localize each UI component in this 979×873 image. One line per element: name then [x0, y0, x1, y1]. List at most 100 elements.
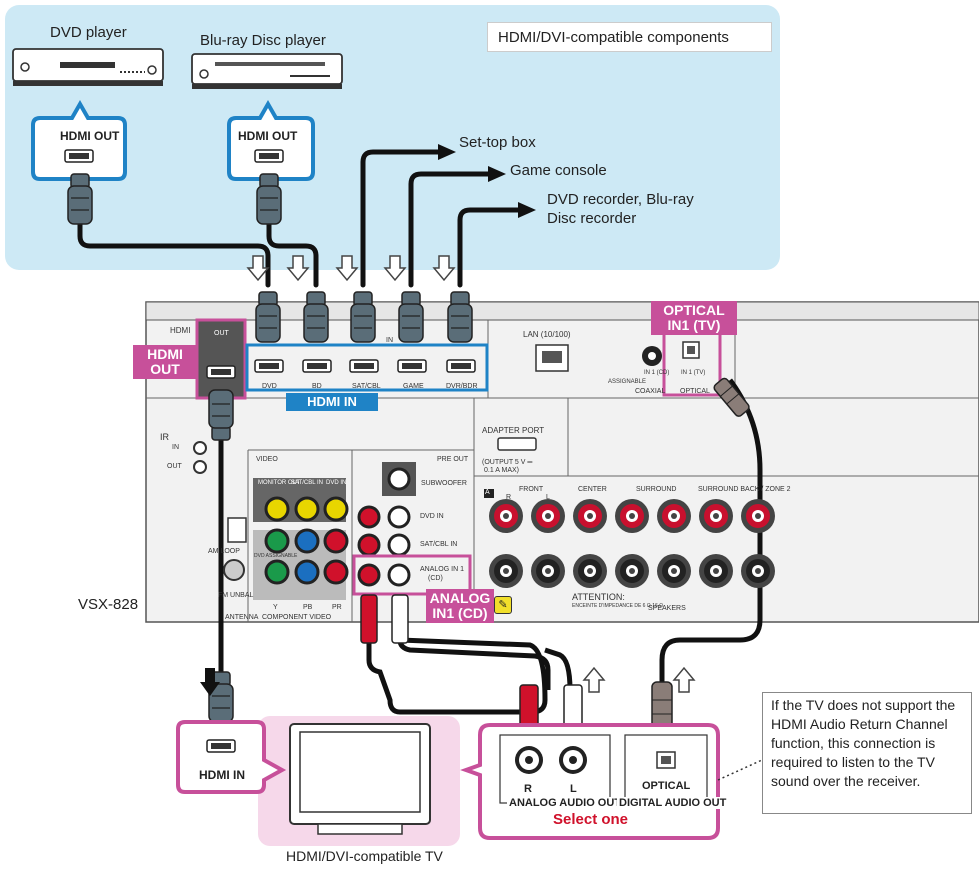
attention-sub-label: ENCEINTE D'IMPEDANCE DE 6 Ω-16 Ω — [572, 603, 663, 609]
hdmi-input-game-label: GAME — [403, 383, 424, 390]
sat-cbl-in-audio-label: SAT/CBL IN — [420, 541, 458, 548]
optical-tag: OPTICAL IN1 (TV) — [651, 301, 737, 335]
adapter-port-label: ADAPTER PORT — [482, 426, 545, 435]
dvd-in-l-jack — [387, 505, 411, 529]
component-video-label: COMPONENT VIDEO — [262, 614, 332, 621]
adapter-port — [497, 437, 537, 451]
bluray-player-icon — [191, 53, 343, 89]
hdmi-out-tag: HDMI OUT — [133, 345, 197, 379]
analog-audio-out-label: ANALOG AUDIO OUT — [507, 797, 624, 809]
pb-label: PB — [303, 604, 313, 611]
tv-label: HDMI/DVI-compatible TV — [286, 848, 443, 864]
hdmi-in-highlight — [245, 343, 489, 392]
arrow-game — [488, 166, 506, 182]
hdmi-in-port-dvd — [254, 359, 284, 373]
center-label: CENTER — [578, 486, 607, 493]
ir-out-label: OUT — [167, 463, 182, 470]
hdmi-in-tag: HDMI IN — [286, 393, 378, 411]
digital-audio-out-label: DIGITAL AUDIO OUT — [617, 797, 729, 809]
dvd-hdmi-out-bubble — [31, 99, 127, 181]
surround-label: SURROUND — [636, 486, 677, 493]
pr-label: PR — [332, 604, 342, 611]
adapter-spec-2: 0.1 A MAX) — [484, 467, 520, 474]
compat-components-label: HDMI/DVI-compatible components — [487, 22, 772, 52]
recorder-label-2: Disc recorder — [547, 210, 637, 227]
optical-cable — [659, 378, 763, 690]
hdmi-input-dvrbdr-label: DVR/BDR — [446, 383, 478, 390]
recorder-label-1: DVD recorder, Blu-ray — [547, 191, 694, 208]
front-r-label: R — [506, 494, 512, 501]
tv-optical-label: OPTICAL — [642, 780, 691, 792]
analog-in-l-jack — [387, 563, 411, 587]
hdmi-out-port — [206, 365, 236, 379]
monitor-out-label: MONITOR OUT — [258, 480, 301, 486]
dvd-in-r-jack — [357, 505, 381, 529]
hdmi-in-port-game — [397, 359, 427, 373]
tv-analog-r-jack — [515, 746, 543, 774]
optical-port-label: OPTICAL — [680, 388, 710, 395]
tv-hdmi-in-bubble — [176, 720, 287, 794]
optical-plug-receiver — [713, 377, 750, 417]
settop-label: Set-top box — [459, 134, 536, 151]
arrow-settop — [438, 144, 456, 160]
up-arrow — [583, 667, 605, 693]
lan-label: LAN (10/100) — [523, 330, 571, 339]
dvd-hdmi-plug — [67, 173, 93, 225]
hdmi-in-port-bd — [302, 359, 332, 373]
tv-analog-l-label: L — [570, 783, 577, 795]
bluray-hdmi-plug — [256, 173, 282, 225]
tv-analog-l-jack — [559, 746, 587, 774]
subwoofer-label: SUBWOOFER — [421, 480, 467, 487]
dvd-in-audio-label: DVD IN — [420, 513, 444, 520]
pencil-icon: ✎ — [494, 596, 512, 614]
analog-in-port-label: ANALOG IN 1 — [420, 566, 464, 573]
analog-tag: ANALOG IN1 (CD) — [426, 589, 494, 623]
surround-back-label: SURROUND BACK / ZONE 2 — [698, 486, 791, 493]
hdmi-section-label: HDMI — [170, 326, 191, 335]
hdmi-out-port-label: OUT — [214, 330, 229, 337]
tv-icon — [289, 723, 431, 835]
down-arrow-black — [200, 668, 220, 696]
optical-tag-line1: OPTICAL — [663, 302, 725, 318]
ir-in-label: IN — [172, 444, 179, 451]
dvd-assignable-label: DVD ASSIGNABLE — [254, 553, 298, 559]
am-loop-terminal — [227, 517, 247, 543]
bluray-player-label: Blu-ray Disc player — [200, 32, 326, 49]
front-l-label: L — [546, 494, 550, 501]
dvd-player-label: DVD player — [50, 24, 127, 41]
analog-in-cd-label: (CD) — [428, 575, 443, 582]
dvd-hdmi-out-label: HDMI OUT — [60, 129, 120, 143]
hdmi-input-bd-label: BD — [312, 383, 322, 390]
note-leader — [717, 759, 763, 781]
hdmi-plug-satcbl — [350, 291, 376, 343]
dvd-in-video-label: DVD IN — [326, 480, 347, 486]
analog-rca-cable — [360, 594, 583, 736]
pre-out-label: PRE OUT — [437, 456, 469, 463]
hdmi-in-port-satcbl — [349, 359, 379, 373]
adapter-spec-1: (OUTPUT 5 V ═ — [482, 459, 533, 466]
fm-jack — [223, 559, 245, 581]
hdmi-plug-dvrbdr — [447, 291, 473, 343]
hdmi-plug-dvd — [255, 291, 281, 343]
satcbl-in-l-jack — [387, 533, 411, 557]
source-cables — [77, 149, 523, 288]
video-label: VIDEO — [256, 456, 278, 463]
hdmi-out-block — [197, 320, 245, 398]
coaxial-in-label: IN 1 (CD) — [644, 370, 670, 376]
speaker-a-label: A — [485, 489, 490, 496]
select-one-label: Select one — [553, 811, 629, 828]
optical-in-label: IN 1 (TV) — [681, 370, 706, 376]
ir-out-jack — [193, 460, 207, 474]
fm-unbal-label: FM UNBAL — [218, 592, 254, 599]
game-label: Game console — [510, 162, 607, 179]
antenna-label: ANTENNA — [225, 614, 259, 621]
bluray-hdmi-out-label: HDMI OUT — [238, 129, 298, 143]
analog-tag-line2: IN1 (CD) — [432, 605, 488, 621]
hdmi-plug-bd — [303, 291, 329, 343]
dvd-player-icon — [12, 48, 164, 86]
hdmi-input-dvd-label: DVD — [262, 383, 277, 390]
analog-tag-line1: ANALOG — [429, 590, 491, 606]
speaker-a-mark — [484, 489, 494, 498]
hdmi-out-plug — [208, 389, 234, 441]
note-box: If the TV does not support the HDMI Audi… — [762, 692, 972, 814]
